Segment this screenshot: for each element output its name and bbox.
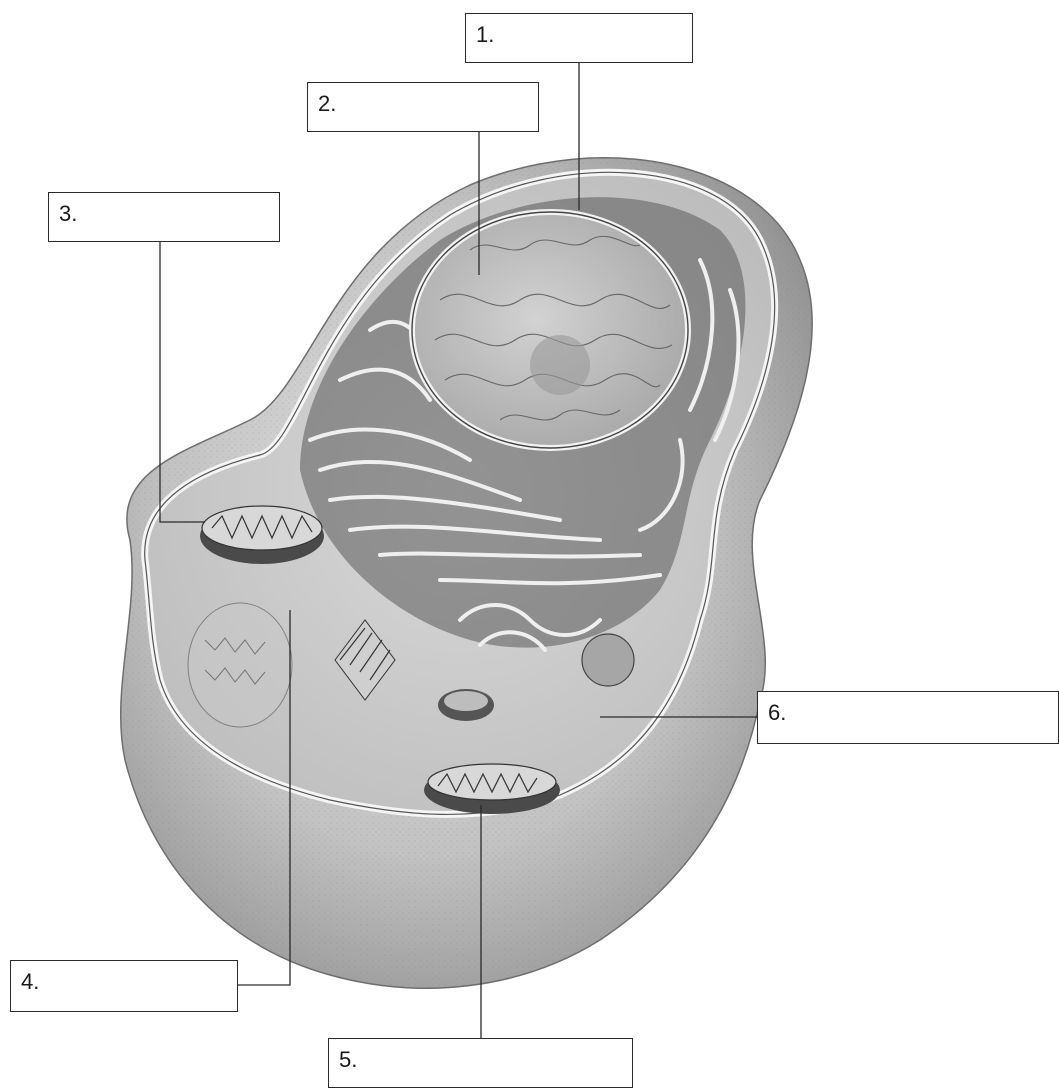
label-number-5: 5.	[339, 1047, 357, 1072]
label-number-6: 6.	[768, 700, 786, 725]
label-box-6[interactable]: 6.	[757, 691, 1059, 744]
mitochondrion-upper	[200, 506, 324, 564]
label-number-4: 4.	[21, 969, 39, 994]
label-box-3[interactable]: 3.	[48, 192, 280, 242]
label-box-5[interactable]: 5.	[328, 1038, 633, 1088]
label-number-2: 2.	[318, 91, 336, 116]
label-box-1[interactable]: 1.	[465, 13, 693, 63]
vesicle-highlight	[444, 691, 488, 711]
mitochondrion-inner	[188, 603, 292, 727]
nucleus	[412, 212, 688, 448]
lysosome	[582, 634, 634, 686]
label-number-3: 3.	[59, 201, 77, 226]
nucleolus	[530, 335, 590, 395]
label-box-4[interactable]: 4.	[10, 960, 238, 1012]
mitochondrion-lower	[424, 764, 560, 814]
label-number-1: 1.	[476, 22, 494, 47]
label-box-2[interactable]: 2.	[307, 82, 539, 132]
